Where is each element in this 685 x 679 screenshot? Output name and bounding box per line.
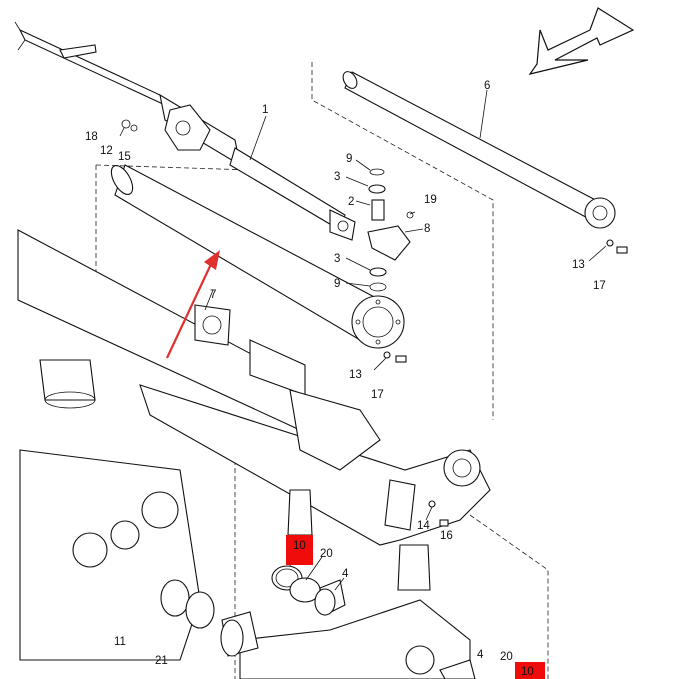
- label-part-20-left: 20: [320, 548, 333, 560]
- label-part-1: 1: [262, 104, 268, 116]
- label-part-2: 2: [348, 196, 354, 208]
- label-part-13-right: 13: [572, 259, 585, 271]
- label-part-15: 15: [118, 151, 131, 163]
- label-part-12: 12: [100, 145, 113, 157]
- frame-structure: [17, 229, 491, 679]
- label-part-10-right: 10: [521, 666, 534, 678]
- label-part-16: 16: [440, 530, 453, 542]
- highlight-box-10-left: [286, 535, 313, 565]
- pin-bushings: [367, 168, 414, 292]
- label-part-6: 6: [484, 80, 490, 92]
- label-part-3-bottom: 3: [334, 253, 340, 265]
- cylinder-assembly: [14, 21, 356, 241]
- leader-lines: [119, 89, 607, 591]
- part-number-labels: 1 6 7 8 2 3 3 9 9 19 18 12 15 13 17 13 1…: [85, 80, 606, 678]
- label-part-20-right: 20: [500, 651, 513, 663]
- label-part-7: 7: [210, 289, 216, 301]
- tube-part-6: [342, 71, 616, 229]
- seal-rings: [160, 565, 476, 679]
- label-part-19: 19: [424, 194, 437, 206]
- label-part-21: 21: [155, 655, 168, 667]
- highlight-box-10-right: [515, 662, 545, 679]
- label-part-3-top: 3: [334, 171, 340, 183]
- label-part-14: 14: [417, 520, 430, 532]
- label-part-18: 18: [85, 131, 98, 143]
- label-part-4-right: 4: [477, 649, 484, 661]
- label-part-11: 11: [114, 636, 126, 648]
- label-part-4-left: 4: [342, 568, 349, 580]
- label-part-13-mid: 13: [349, 369, 362, 381]
- fasteners: [121, 119, 628, 527]
- red-pointer-arrow-icon: [166, 250, 220, 359]
- label-part-17-mid: 17: [371, 389, 384, 401]
- tube-part-7: [110, 164, 405, 349]
- label-part-17-right: 17: [593, 280, 606, 292]
- label-part-9-top: 9: [346, 153, 352, 165]
- label-part-8: 8: [424, 223, 430, 235]
- label-part-9-bottom: 9: [334, 278, 340, 290]
- label-part-10-left: 10: [293, 540, 306, 552]
- direction-arrow-icon: [528, 7, 635, 75]
